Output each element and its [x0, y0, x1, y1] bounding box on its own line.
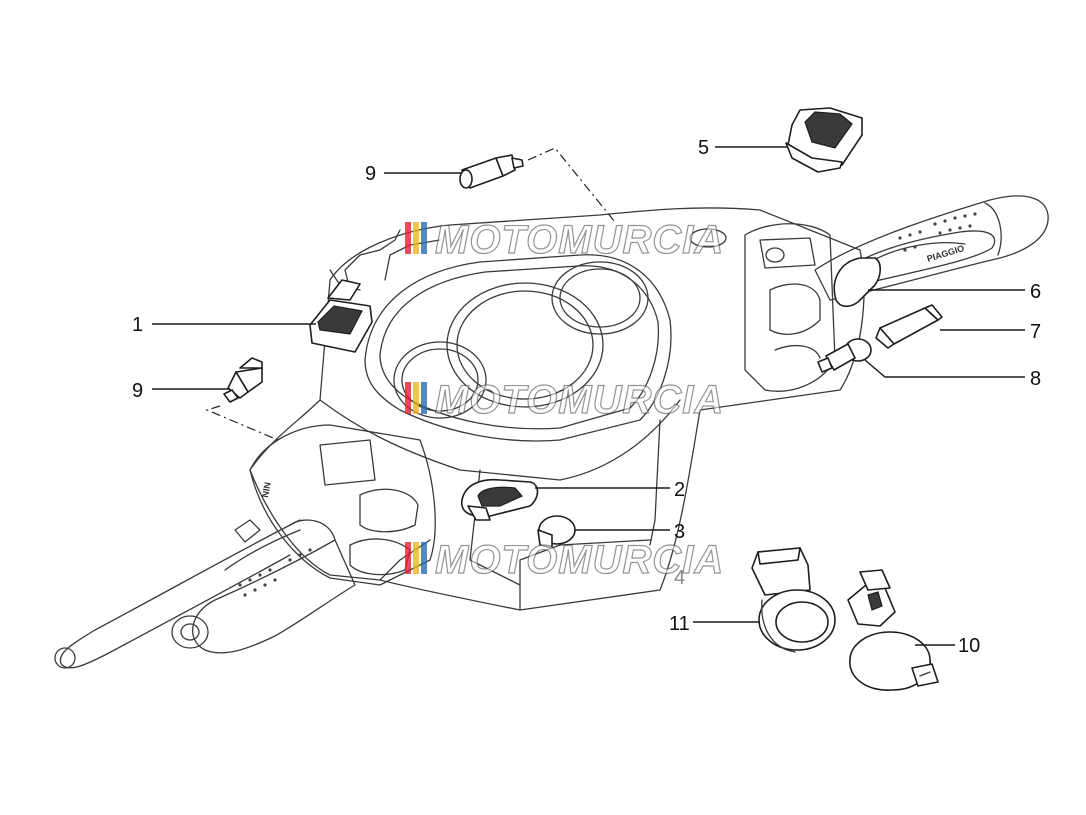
watermark-text-2: MOTOMURCIA — [435, 378, 724, 422]
callout-9-left: 9 — [132, 380, 143, 402]
part-2-switch — [461, 478, 539, 521]
part-5-switch — [785, 107, 863, 173]
callout-2: 2 — [674, 479, 685, 501]
dashed-guide-upper — [527, 147, 616, 223]
grip-texture-dots — [898, 212, 977, 252]
watermark-text-1: MOTOMURCIA — [435, 218, 724, 262]
callout-10: 10 — [958, 635, 980, 657]
callout-4: 4 — [674, 567, 685, 589]
leader-lines — [152, 146, 1025, 646]
watermark-2: MOTOMURCIA — [405, 377, 724, 423]
watermark-1: MOTOMURCIA — [405, 217, 724, 263]
callout-9-top: 9 — [365, 163, 376, 185]
part-11-ignition-ring — [751, 547, 836, 653]
callout-7: 7 — [1030, 321, 1041, 343]
part-9-bulb-left — [223, 357, 263, 403]
part-9-bulb-top — [459, 154, 524, 189]
left-grip-texture-dots — [238, 548, 312, 597]
part-6-button-cover — [833, 257, 882, 308]
callout-1: 1 — [132, 314, 143, 336]
part-10-ignition-lock — [847, 569, 939, 691]
switch-marking-label: NIN — [260, 481, 273, 498]
callout-3: 3 — [674, 521, 685, 543]
callout-11: 11 — [669, 613, 690, 635]
callout-8: 8 — [1030, 368, 1041, 390]
dashed-guide-lower — [205, 405, 279, 441]
callout-6: 6 — [1030, 281, 1041, 303]
part-7-connector — [875, 304, 943, 349]
part-1-switch — [309, 279, 373, 353]
watermark-3: MOTOMURCIA — [405, 537, 724, 583]
callout-5: 5 — [698, 137, 709, 159]
part-8-button — [817, 338, 872, 373]
watermark-text-3: MOTOMURCIA — [435, 538, 724, 582]
handlebar-assembly: PIAGGIO NIN — [54, 195, 1049, 669]
callout-labels: 1 2 3 4 5 6 7 8 9 9 10 11 — [132, 137, 1041, 657]
